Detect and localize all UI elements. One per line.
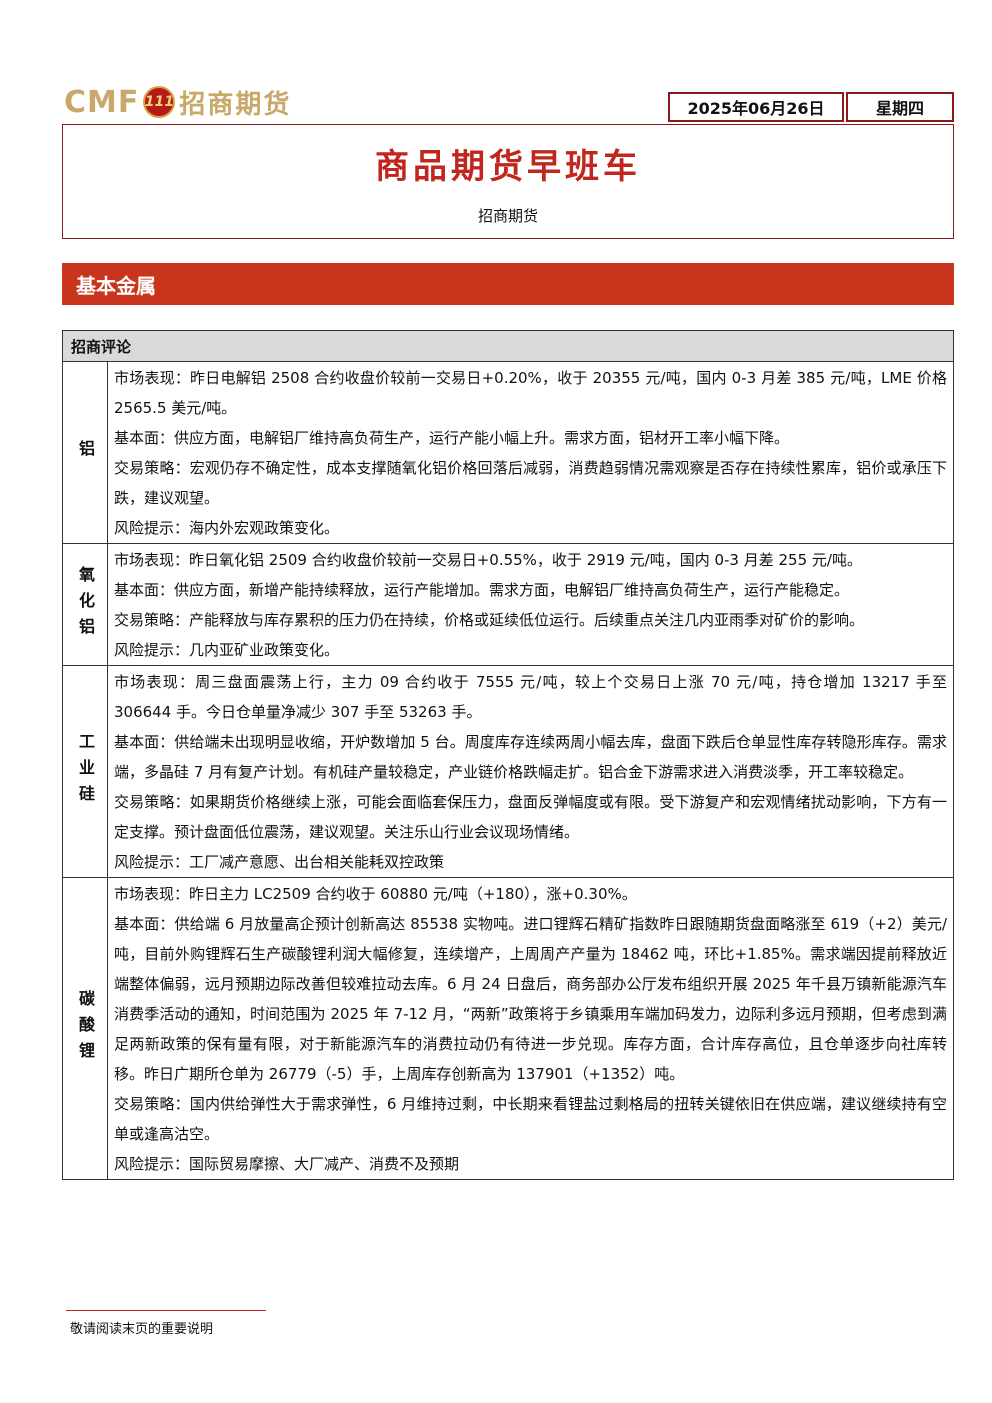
- row-label: 碳酸锂: [76, 989, 95, 1068]
- fundamentals-text: 基本面：供应方面，电解铝厂维持高负荷生产，运行产能小幅上升。需求方面，铝材开工率…: [114, 429, 790, 447]
- risk-warning-text: 风险提示：工厂减产意愿、出台相关能耗双控政策: [114, 853, 445, 871]
- row-label: 工业硅: [76, 732, 95, 811]
- footer-divider: [66, 1310, 266, 1311]
- title-box: 商品期货早班车 招商期货: [62, 124, 954, 239]
- report-date: 2025年06月26日: [668, 92, 844, 122]
- row-content: 市场表现：昨日主力 LC2509 合约收于 60880 元/吨（+180），涨+…: [108, 878, 953, 1179]
- section-title: 基本金属: [76, 273, 156, 298]
- fundamentals-text: 基本面：供给端 6 月放量高企预计创新高达 85538 实物吨。进口锂辉石精矿指…: [114, 915, 947, 1083]
- market-performance-text: 市场表现：周三盘面震荡上行，主力 09 合约收于 7555 元/吨，较上个交易日…: [114, 673, 947, 721]
- page-title: 商品期货早班车: [375, 147, 641, 187]
- trading-strategy-text: 交易策略：如果期货价格继续上涨，可能会面临套保压力，盘面反弹幅度或有限。受下游复…: [114, 793, 947, 841]
- report-weekday: 星期四: [846, 92, 954, 122]
- row-content: 市场表现：周三盘面震荡上行，主力 09 合约收于 7555 元/吨，较上个交易日…: [108, 666, 953, 877]
- row-label: 铝: [76, 439, 95, 466]
- commentary-table: 招商评论 铝 市场表现：昨日电解铝 2508 合约收盘价较前一交易日+0.20%…: [62, 330, 954, 1180]
- trading-strategy-text: 交易策略：宏观仍存不确定性，成本支撑随氧化铝价格回落后减弱，消费趋弱情况需观察是…: [114, 459, 947, 507]
- footer-disclaimer: 敬请阅读末页的重要说明: [70, 1322, 214, 1337]
- logo-cmf-text: CMF: [64, 84, 140, 120]
- fundamentals-text: 基本面：供应方面，新增产能持续释放，运行产能增加。需求方面，电解铝厂维持高负荷生…: [114, 581, 850, 599]
- row-label: 氧化铝: [76, 565, 95, 644]
- fundamentals-text: 基本面：供给端未出现明显收缩，开炉数增加 5 台。周度库存连续两周小幅去库，盘面…: [114, 733, 947, 781]
- risk-warning-text: 风险提示：国际贸易摩擦、大厂减产、消费不及预期: [114, 1155, 460, 1173]
- trading-strategy-text: 交易策略：国内供给弹性大于需求弹性，6 月维持过剩，中长期来看锂盐过剩格局的扭转…: [114, 1095, 947, 1143]
- market-performance-text: 市场表现：昨日主力 LC2509 合约收于 60880 元/吨（+180），涨+…: [114, 885, 637, 903]
- risk-warning-text: 风险提示：几内亚矿业政策变化。: [114, 641, 340, 659]
- trading-strategy-text: 交易策略：产能释放与库存累积的压力仍在持续，价格或延续低位运行。后续重点关注几内…: [114, 611, 865, 629]
- market-performance-text: 市场表现：昨日电解铝 2508 合约收盘价较前一交易日+0.20%，收于 203…: [114, 369, 947, 417]
- row-content: 市场表现：昨日电解铝 2508 合约收盘价较前一交易日+0.20%，收于 203…: [108, 362, 953, 543]
- row-label-cell: 碳酸锂: [63, 878, 108, 1179]
- logo-company-name: 招商期货: [179, 89, 292, 120]
- table-header-label: 招商评论: [71, 337, 132, 356]
- company-logo: CMF 111 招商期货: [64, 82, 291, 122]
- table-header: 招商评论: [63, 331, 953, 362]
- section-header: 基本金属: [62, 263, 954, 305]
- row-label-cell: 铝: [63, 362, 108, 543]
- row-label-cell: 工业硅: [63, 666, 108, 877]
- row-label-cell: 氧化铝: [63, 544, 108, 665]
- risk-warning-text: 风险提示：海内外宏观政策变化。: [114, 519, 340, 537]
- page-subtitle: 招商期货: [477, 207, 538, 225]
- logo-emblem-icon: 111: [143, 86, 176, 118]
- market-performance-text: 市场表现：昨日氧化铝 2509 合约收盘价较前一交易日+0.55%，收于 291…: [114, 551, 862, 569]
- table-row-industrial-silicon: 工业硅 市场表现：周三盘面震荡上行，主力 09 合约收于 7555 元/吨，较上…: [63, 666, 953, 878]
- table-row-lithium-carbonate: 碳酸锂 市场表现：昨日主力 LC2509 合约收于 60880 元/吨（+180…: [63, 878, 953, 1179]
- row-content: 市场表现：昨日氧化铝 2509 合约收盘价较前一交易日+0.55%，收于 291…: [108, 544, 953, 665]
- table-row-alumina: 氧化铝 市场表现：昨日氧化铝 2509 合约收盘价较前一交易日+0.55%，收于…: [63, 544, 953, 666]
- table-row-aluminium: 铝 市场表现：昨日电解铝 2508 合约收盘价较前一交易日+0.20%，收于 2…: [63, 362, 953, 544]
